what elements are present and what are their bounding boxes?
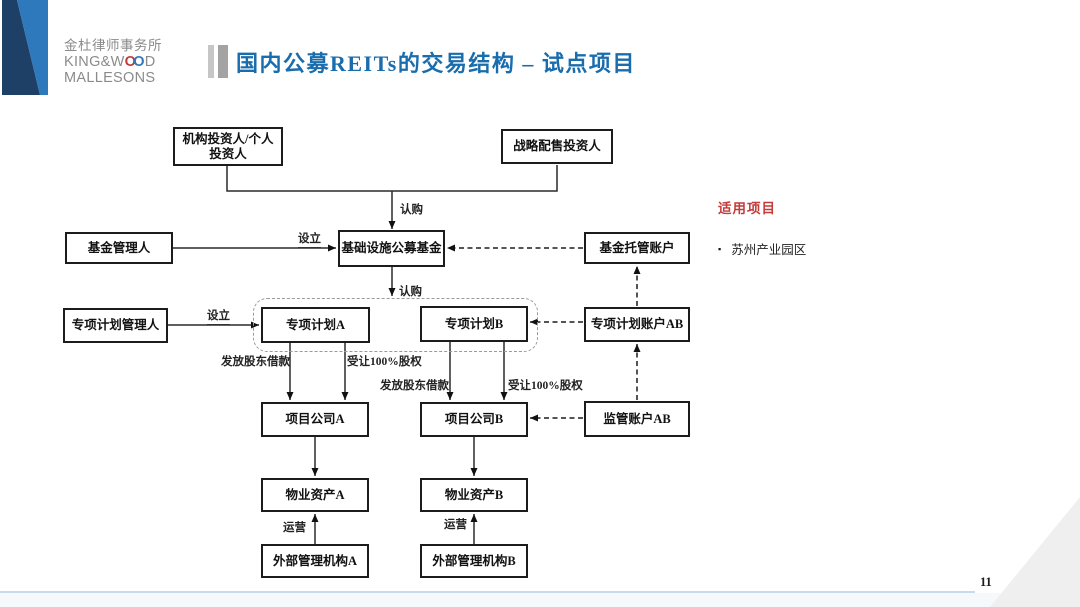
edge-label-equity-transfer-a: 受让100%股权 bbox=[347, 356, 422, 368]
edge-label-subscribe-top: 认购 bbox=[400, 204, 423, 216]
edge-label-shareholder-loan-b: 发放股东借款 bbox=[380, 380, 449, 392]
logo-red-o: O bbox=[124, 54, 137, 70]
node-external-manager-b: 外部管理机构B bbox=[420, 544, 528, 578]
footer-corner-decoration bbox=[990, 497, 1080, 607]
node-supervision-account: 监管账户AB bbox=[584, 401, 690, 437]
node-institutional-investor: 机构投资人/个人 投资人 bbox=[173, 127, 283, 166]
node-fund-manager: 基金管理人 bbox=[65, 232, 173, 264]
node-public-fund: 基础设施公募基金 bbox=[338, 230, 445, 267]
node-project-company-a: 项目公司A bbox=[261, 402, 369, 437]
corner-decoration bbox=[2, 0, 48, 95]
node-fund-custody-account: 基金托管账户 bbox=[584, 232, 690, 264]
applicable-projects-title: 适用项目 bbox=[718, 201, 776, 216]
firm-logo: 金杜律师事务所 KING&WOOD MALLESONS bbox=[64, 38, 162, 86]
page-number: 11 bbox=[980, 575, 992, 589]
title-accent-bar-light bbox=[208, 45, 214, 78]
node-property-asset-a: 物业资产A bbox=[261, 478, 369, 512]
edge-label-establish-plan: 设立 bbox=[207, 307, 230, 325]
firm-logo-english-line1: KING&WOOD bbox=[64, 54, 156, 70]
node-strategic-investor: 战略配售投资人 bbox=[501, 129, 613, 164]
abs-plan-group-outline bbox=[253, 298, 538, 352]
node-abs-plan-manager: 专项计划管理人 bbox=[63, 308, 168, 343]
title-accent-bar-dark bbox=[218, 45, 228, 78]
edge-label-operate-a: 运营 bbox=[283, 522, 306, 534]
node-property-asset-b: 物业资产B bbox=[420, 478, 528, 512]
node-project-company-b: 项目公司B bbox=[420, 402, 528, 437]
node-abs-plan-b: 专项计划B bbox=[420, 306, 528, 342]
edge-label-operate-b: 运营 bbox=[444, 519, 467, 531]
firm-logo-chinese: 金杜律师事务所 bbox=[64, 38, 162, 53]
edge-label-shareholder-loan-a: 发放股东借款 bbox=[221, 356, 290, 368]
edge-label-equity-transfer-b: 受让100%股权 bbox=[508, 380, 583, 392]
node-external-manager-a: 外部管理机构A bbox=[261, 544, 369, 578]
logo-blue-o: O bbox=[133, 54, 145, 70]
edge-label-subscribe-mid: 认购 bbox=[399, 286, 422, 298]
edge-label-establish-fund: 设立 bbox=[298, 230, 321, 248]
footer-divider-line bbox=[0, 591, 975, 593]
page-title: 国内公募REITs的交易结构 – 试点项目 bbox=[236, 51, 636, 76]
node-abs-plan-a: 专项计划A bbox=[261, 307, 370, 343]
applicable-project-item: ▪ 苏州产业园区 bbox=[718, 239, 806, 258]
applicable-project-name: 苏州产业园区 bbox=[731, 243, 807, 257]
footer-band bbox=[0, 593, 1080, 607]
bullet-icon: ▪ bbox=[718, 243, 722, 254]
node-abs-plan-account: 专项计划账户AB bbox=[584, 307, 690, 342]
firm-logo-english-line2: MALLESONS bbox=[64, 70, 156, 86]
